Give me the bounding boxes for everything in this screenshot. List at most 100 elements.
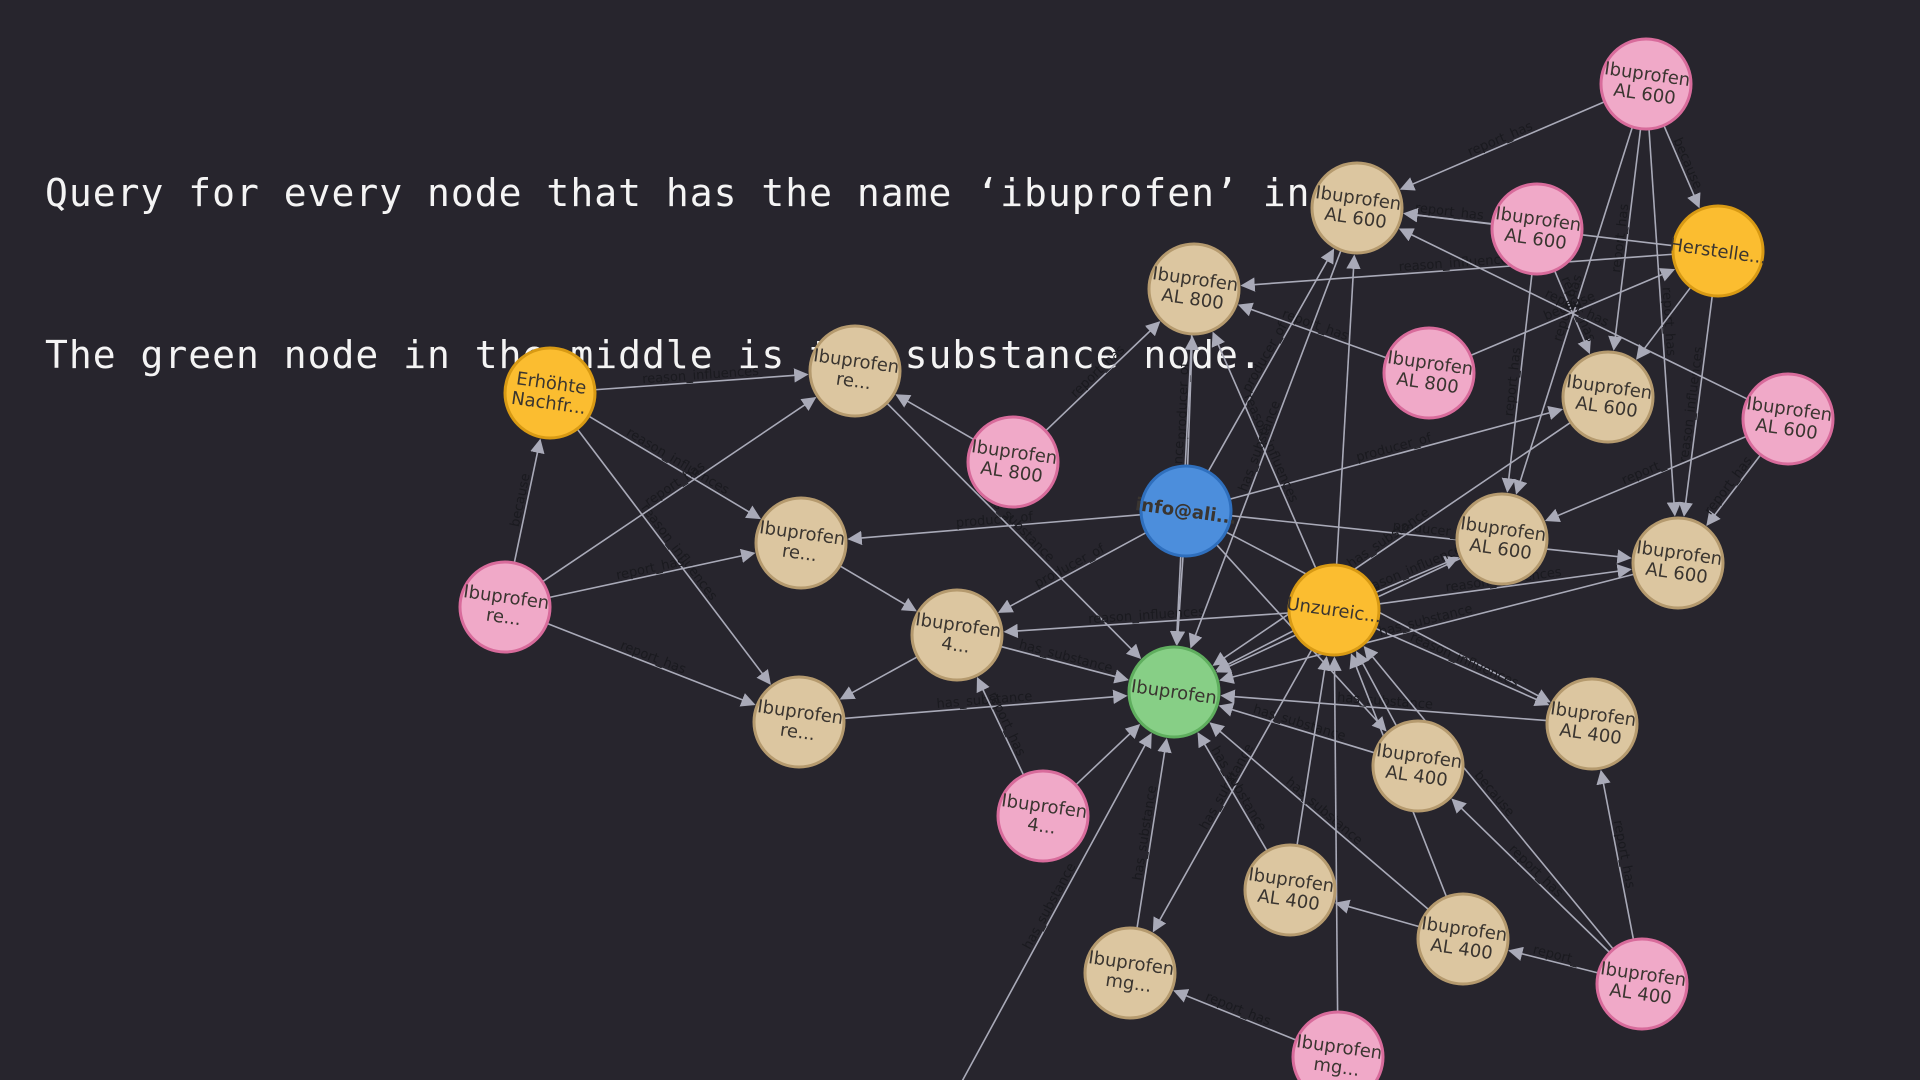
edge-line[interactable]: [976, 677, 1025, 776]
node-product-n_p8[interactable]: Ibuprofen4...: [910, 588, 1004, 682]
node-reason-n_h[interactable]: Herstelle...: [1668, 204, 1768, 298]
edge-line[interactable]: [513, 438, 545, 564]
node-circle[interactable]: [1455, 492, 1549, 586]
edge-line[interactable]: [1197, 732, 1268, 852]
edge-line[interactable]: [1508, 946, 1599, 974]
edge-line[interactable]: [1237, 302, 1387, 359]
edge-line[interactable]: [1663, 125, 1701, 209]
edge-line[interactable]: [1219, 573, 1635, 684]
node-circle[interactable]: [754, 496, 848, 590]
edge-line[interactable]: [594, 368, 809, 391]
node-report-n_r6[interactable]: Ibuprofenre...: [458, 560, 552, 654]
edge-n_r1-n_h[interactable]: because: [1663, 125, 1705, 209]
edge-n_r2-n_p1[interactable]: report_has: [1403, 201, 1493, 225]
edge-line[interactable]: [1553, 270, 1591, 355]
node-circle[interactable]: [1139, 464, 1233, 558]
node-circle[interactable]: [1291, 1010, 1385, 1080]
edge-line[interactable]: [1327, 656, 1342, 1013]
edge-n_r5-n_p4[interactable]: [895, 394, 975, 441]
node-reason-n_en[interactable]: ErhöhteNachfr...: [503, 346, 597, 440]
edge-line[interactable]: [1375, 556, 1460, 594]
edge-line[interactable]: [839, 565, 917, 612]
node-circle[interactable]: [996, 769, 1090, 863]
edge-line[interactable]: [1544, 435, 1747, 523]
edge-n_r6-n_en[interactable]: because: [508, 438, 545, 564]
edge-line[interactable]: [1230, 514, 1632, 564]
edge-line[interactable]: [1136, 737, 1172, 929]
edge-n_p10-n_ibu[interactable]: has_substance: [1220, 689, 1548, 722]
edge-line[interactable]: [1706, 454, 1762, 527]
edge-line[interactable]: [843, 689, 1128, 720]
edge-n_r1-n_p7[interactable]: report_has: [1648, 128, 1682, 517]
edge-n_en-n_p4[interactable]: reason_influences: [594, 364, 809, 391]
edge-line[interactable]: [1378, 564, 1632, 605]
edge-n_h-n_p3[interactable]: [1636, 286, 1692, 360]
edge-line[interactable]: [1152, 648, 1313, 933]
edge-line[interactable]: [1334, 899, 1420, 928]
edge-n_p8-n_p9[interactable]: [839, 656, 918, 700]
node-circle[interactable]: [1595, 937, 1689, 1031]
edge-n_info-n_p10[interactable]: [1225, 531, 1551, 703]
node-circle[interactable]: [1599, 37, 1693, 131]
edge-line[interactable]: [1356, 650, 1398, 727]
edge-n_p8-n_ibu[interactable]: has_substance: [1000, 637, 1129, 684]
edge-n_r9-n_u[interactable]: [1327, 656, 1342, 1013]
node-circle[interactable]: [1371, 719, 1465, 813]
edge-line[interactable]: [1513, 126, 1634, 495]
edge-n_p11-n_u[interactable]: [1356, 650, 1398, 727]
edge-line[interactable]: [1170, 555, 1186, 646]
edge-line[interactable]: [1209, 722, 1430, 911]
node-circle[interactable]: [1416, 892, 1510, 986]
node-circle[interactable]: [1671, 204, 1765, 298]
edge-line[interactable]: [546, 622, 756, 707]
node-circle[interactable]: [1561, 350, 1655, 444]
edge-n_en-n_p5[interactable]: reason_influences: [588, 415, 762, 520]
node-circle[interactable]: [1741, 372, 1835, 466]
edge-n_r6-n_p9[interactable]: report_has: [546, 622, 756, 707]
edge-n_r5-n_p2[interactable]: report_has: [1044, 321, 1161, 432]
node-product-n_p5[interactable]: Ibuprofenre...: [754, 496, 848, 590]
edge-line[interactable]: [1363, 645, 1615, 950]
node-circle[interactable]: [1127, 645, 1221, 739]
edge-line[interactable]: [1218, 702, 1376, 754]
node-product-n_p4[interactable]: Ibuprofenre...: [808, 324, 902, 418]
edge-line[interactable]: [960, 732, 1152, 1080]
edge-n_h-n_p7[interactable]: reason_influences: [1677, 295, 1714, 517]
edge-n_info-n_p8[interactable]: producer_of: [997, 531, 1147, 613]
node-circle[interactable]: [808, 324, 902, 418]
edge-line[interactable]: [1608, 128, 1642, 351]
edge-line[interactable]: [1212, 421, 1572, 666]
edge-n_p13-n_p12[interactable]: [1334, 899, 1420, 928]
edge-line[interactable]: [1296, 655, 1332, 846]
edge-line[interactable]: [1636, 286, 1692, 360]
edge-line[interactable]: [839, 656, 918, 700]
edge-n_r6-n_p5[interactable]: report_has: [548, 548, 756, 599]
edge-line[interactable]: [1374, 627, 1550, 706]
node-circle[interactable]: [1631, 516, 1725, 610]
edge-line[interactable]: [895, 394, 975, 441]
edge-line[interactable]: [1044, 321, 1161, 432]
node-product-n_p14[interactable]: Ibuprofenmg...: [1083, 926, 1177, 1020]
edge-line[interactable]: [1000, 645, 1129, 684]
edge-line[interactable]: [1225, 531, 1551, 703]
node-circle[interactable]: [458, 560, 552, 654]
node-circle[interactable]: [1310, 161, 1404, 255]
edge-n_info-n_p5[interactable]: producer_of: [847, 510, 1142, 546]
node-circle[interactable]: [503, 346, 597, 440]
edge-line[interactable]: [1678, 295, 1714, 517]
edge-line[interactable]: [1229, 405, 1564, 501]
edge-n_r7-n_ibu[interactable]: [1075, 724, 1141, 786]
edge-n_p14-n_ibu[interactable]: has_substance: [1131, 737, 1172, 929]
edge-line[interactable]: [1003, 612, 1290, 639]
node-circle[interactable]: [1490, 182, 1584, 276]
